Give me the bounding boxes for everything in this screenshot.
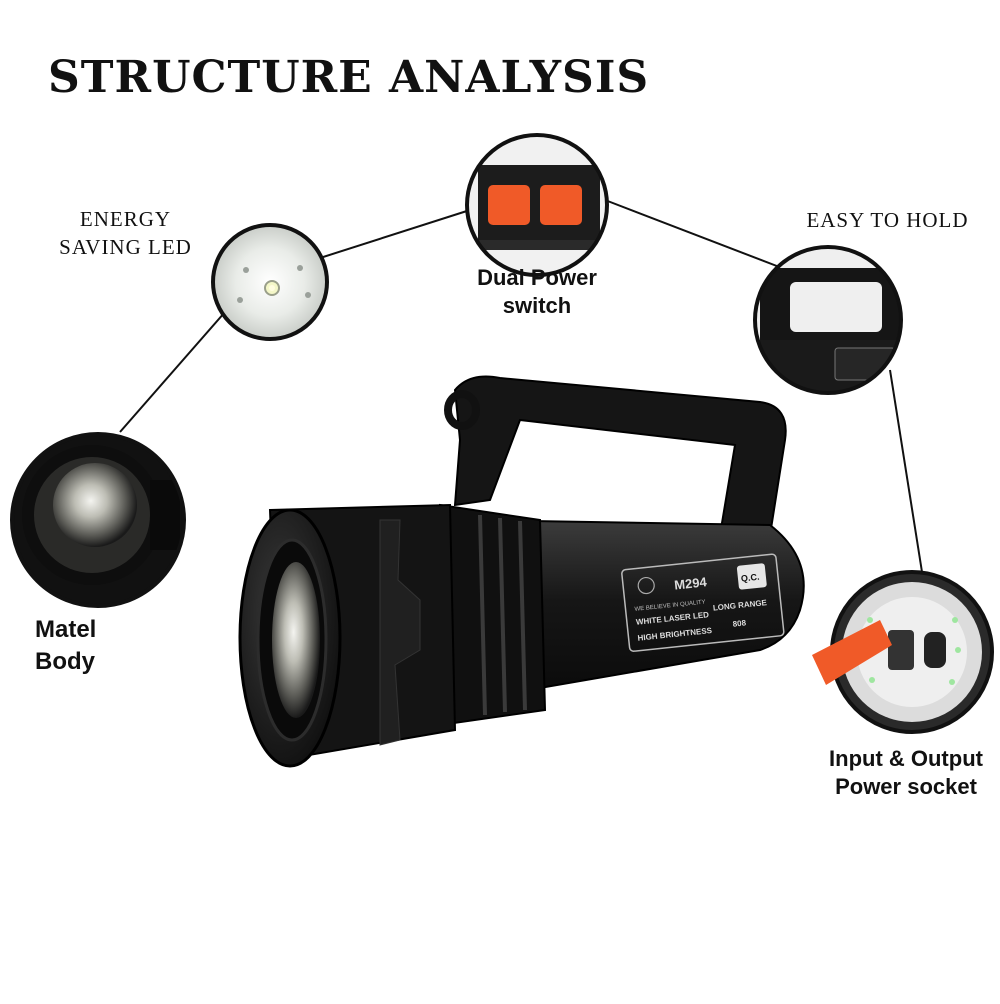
label-body-line2: Body — [35, 648, 95, 675]
label-socket-line1: Input & Output — [829, 746, 983, 771]
body-callout-image — [10, 432, 186, 608]
lanyard-loop — [444, 390, 480, 430]
body-tube — [469, 518, 805, 702]
page-title: STRUCTURE ANALYSIS — [48, 52, 650, 103]
connector-led-body — [119, 311, 226, 433]
handle — [453, 375, 787, 536]
connector-hold-socket — [889, 369, 923, 573]
label-led-line1: ENERGY — [79, 207, 172, 231]
label-model: M294 — [674, 574, 709, 592]
usb-cap — [812, 620, 892, 685]
label-body-line1: Matel — [35, 616, 97, 643]
label-energy-saving-led: ENERGY SAVING LED — [48, 205, 203, 261]
label-socket-line2: Power socket — [835, 774, 977, 799]
label-hold-line1: EASY TO HOLD — [806, 208, 969, 232]
label-switch-line2: switch — [502, 293, 572, 318]
label-row2-right: 808 — [732, 618, 747, 628]
label-led-line2: SAVING LED — [59, 235, 192, 259]
connector-lines — [119, 199, 923, 573]
lens — [272, 562, 320, 718]
flashlight-main: M294 Q.C. WE BELIEVE IN QUALITY WHITE LA… — [238, 375, 805, 768]
label-easy-to-hold: EASY TO HOLD — [790, 206, 985, 234]
label-dual-power-switch: Dual Power switch — [462, 264, 612, 320]
label-qc: Q.C. — [740, 572, 759, 584]
head-grip-pattern — [379, 519, 421, 746]
led-callout-image — [211, 223, 329, 341]
label-power-socket: Input & Output Power socket — [812, 745, 1000, 801]
connector-switch-hold — [604, 199, 783, 269]
label-matel-body: Matel Body — [35, 614, 155, 678]
label-switch-line1: Dual Power — [477, 265, 597, 290]
focus-collar — [439, 503, 547, 727]
switch-callout-image — [465, 133, 609, 277]
connector-led-switch — [319, 209, 471, 259]
socket-callout-image — [830, 570, 994, 734]
